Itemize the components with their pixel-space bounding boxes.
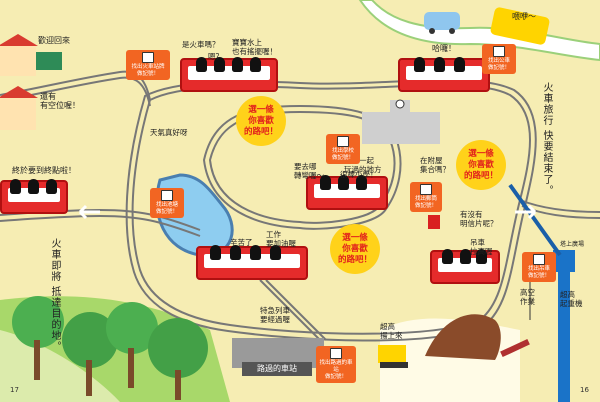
where-note: 有沒有 明信片呢？: [460, 210, 498, 228]
badge-find-pond: 找出池塘 做記號！: [150, 188, 184, 218]
tour-note: 吊車 拉高喔: [470, 238, 493, 256]
special-note: 特急列車 要經過喔: [260, 306, 290, 324]
page-number-right: 16: [580, 386, 589, 394]
crossing-note: 要去哪 轉彎喔～: [294, 162, 324, 180]
high-note: 超高 起重機: [560, 290, 583, 308]
crane-icon: [533, 254, 545, 265]
tired-note: 辛苦了: [230, 238, 253, 247]
journey-end-text: 火車旅行 快要結束了。: [541, 82, 552, 197]
train-center: [306, 175, 388, 210]
train-left: [0, 179, 68, 214]
school-icon: [337, 136, 349, 147]
badge-find-school: 找出學校 做記號！: [326, 134, 360, 164]
scary-note: 高空 作業: [520, 288, 535, 306]
choose-route-bubble-1: 選一條 你喜歡 的路吧！: [236, 96, 286, 146]
sunny-note: 天氣真好呀: [150, 128, 188, 137]
forgot-note: 寶寶水上 也有搖擺喔！: [232, 38, 277, 56]
train-top-right: [398, 57, 490, 92]
worker-note: 工作 要加油喔: [266, 230, 296, 248]
badge-find-crane: 找出吊車 做記號！: [522, 252, 556, 282]
lift-note: 超高 揚上來: [380, 322, 403, 340]
sign-icon: [142, 52, 154, 63]
station-name-sign: 路過的車站: [242, 362, 312, 376]
arrive-soon-text: 火車即將 抵達目的地。: [49, 238, 60, 353]
badge-find-mailbox: 找出郵筒 做記號！: [410, 182, 442, 212]
huh-note: 嗯？: [208, 52, 223, 61]
bus-call-text: 喂咿～: [512, 12, 536, 21]
welcome-text: 歡迎回來: [38, 36, 70, 45]
crane-label: 塔上廣場: [560, 241, 585, 248]
train-bottom: [196, 245, 308, 280]
choose-route-bubble-3: 選一條 你喜歡 的路吧！: [330, 224, 380, 274]
choose-route-bubble-2: 選一條 你喜歡 的路吧！: [456, 140, 506, 190]
train-icon: [330, 348, 342, 359]
train-top-left: [180, 57, 278, 92]
mailbox-icon: [420, 184, 432, 195]
still-empty-text: 還有 有空位喔！: [40, 92, 80, 110]
bus-icon: [493, 46, 505, 57]
school-note: 在附屋 集合嗎？: [420, 156, 450, 174]
page-number-left: 17: [10, 386, 19, 394]
badge-find-bus: 找出公車 做記號！: [482, 44, 516, 74]
badge-find-station-passed: 找出路過的車站 做記號！: [316, 346, 356, 383]
badge-find-station: 找出火車站牌 做記號！: [126, 50, 170, 80]
destination-text: 終於要到終點啦！: [12, 166, 76, 175]
ok-note: 很棒小學！: [340, 170, 378, 179]
train-right: [430, 249, 500, 284]
pond-icon: [161, 190, 173, 201]
hello-text: 哈囉！: [432, 44, 456, 53]
train-top-note: 是火車嗎？: [182, 40, 220, 49]
